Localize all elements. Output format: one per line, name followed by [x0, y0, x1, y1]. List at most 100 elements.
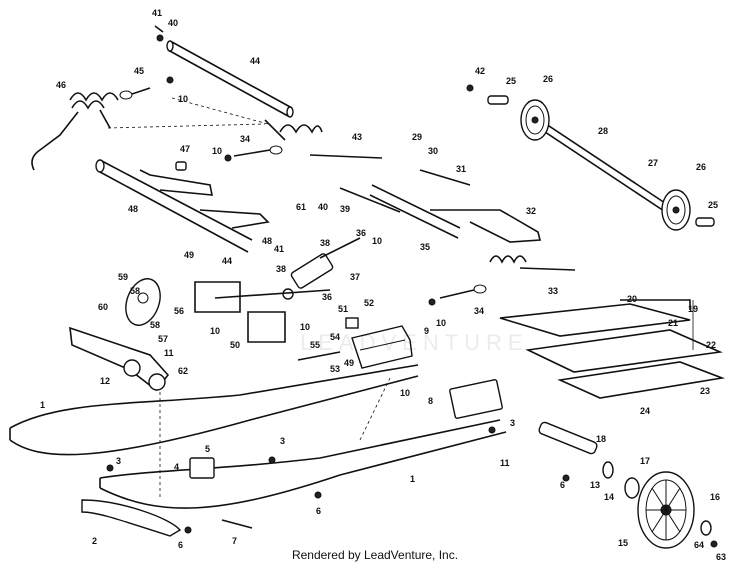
slide-rail-1-right [99, 419, 507, 509]
bracket-52 [345, 317, 359, 329]
callout-43: 43 [352, 132, 362, 142]
callout-33: 33 [548, 286, 558, 296]
callout-6: 6 [178, 540, 183, 550]
callout-54: 54 [330, 332, 340, 342]
callout-50: 50 [230, 340, 240, 350]
callout-52: 52 [364, 298, 374, 308]
arm-assembly-31-35 [339, 169, 471, 239]
callout-35: 35 [420, 242, 430, 252]
idler-wheel-26-bottom [661, 189, 691, 231]
slide-rail-1-left [9, 364, 419, 456]
callout-3: 3 [280, 436, 285, 446]
track-clips-19 [499, 299, 726, 399]
callout-17: 17 [640, 456, 650, 466]
callout-39: 39 [340, 204, 350, 214]
callout-40: 40 [318, 202, 328, 212]
callout-16: 16 [710, 492, 720, 502]
callout-60: 60 [98, 302, 108, 312]
bracket-8 [449, 379, 503, 419]
callout-31: 31 [456, 164, 466, 174]
callout-63: 63 [716, 552, 726, 562]
callout-25: 25 [506, 76, 516, 86]
callout-10: 10 [372, 236, 382, 246]
callout-4: 4 [174, 462, 179, 472]
callout-18: 18 [596, 434, 606, 444]
callout-23: 23 [700, 386, 710, 396]
callout-30: 30 [428, 146, 438, 156]
callout-34: 34 [240, 134, 250, 144]
callout-28: 28 [598, 126, 608, 136]
callout-11: 11 [500, 458, 510, 468]
callout-34: 34 [474, 306, 484, 316]
idler-wheel-26-top [520, 99, 550, 141]
callout-58: 58 [130, 286, 140, 296]
callout-36: 36 [356, 228, 366, 238]
spacers-25-42 [466, 84, 715, 227]
callout-10: 10 [212, 146, 222, 156]
callout-46: 46 [56, 80, 66, 90]
bushing-47 [175, 161, 187, 171]
callout-41: 41 [274, 244, 284, 254]
callout-55: 55 [310, 340, 320, 350]
callout-38: 38 [320, 238, 330, 248]
callout-8: 8 [428, 396, 433, 406]
bolt-41-40 [154, 25, 164, 42]
callout-3: 3 [116, 456, 121, 466]
callout-44: 44 [222, 256, 232, 266]
callout-64: 64 [694, 540, 704, 550]
mount-bracket-50 [194, 281, 331, 343]
callout-32: 32 [526, 206, 536, 216]
callout-26: 26 [696, 162, 706, 172]
callout-25: 25 [708, 200, 718, 210]
callout-49: 49 [344, 358, 354, 368]
pin-45 [119, 76, 174, 100]
block-5 [189, 457, 215, 479]
callout-38: 38 [276, 264, 286, 274]
callout-22: 22 [706, 340, 716, 350]
spring-33 [489, 255, 576, 271]
callout-48: 48 [128, 204, 138, 214]
bolt-10-34-mid [428, 284, 487, 306]
lower-shaft-48 [95, 159, 270, 253]
footer-credit: Rendered by LeadVenture, Inc. [291, 548, 459, 562]
bolt-55 [297, 351, 341, 361]
callout-15: 15 [618, 538, 628, 548]
callout-10: 10 [436, 318, 446, 328]
wear-strip-2 [81, 499, 182, 537]
callout-47: 47 [180, 144, 190, 154]
callout-58: 58 [150, 320, 160, 330]
callout-26: 26 [543, 74, 553, 84]
spring-43 [264, 119, 383, 159]
callout-2: 2 [92, 536, 97, 546]
callout-59: 59 [118, 272, 128, 282]
callout-20: 20 [627, 294, 637, 304]
callout-36: 36 [322, 292, 332, 302]
callout-37: 37 [350, 272, 360, 282]
torsion-spring-46 [31, 92, 119, 171]
watermark: LEADVENTURE [300, 330, 529, 355]
callout-6: 6 [560, 480, 565, 490]
callout-9: 9 [424, 326, 429, 336]
callout-27: 27 [648, 158, 658, 168]
rocker-arm-60 [69, 326, 170, 392]
rear-axle-18 [538, 421, 598, 455]
callout-24: 24 [640, 406, 650, 416]
callout-40: 40 [168, 18, 178, 28]
washers-13-14-16 [602, 461, 718, 548]
bracket-32 [430, 209, 542, 243]
callout-labels: 41 40 44 45 10 46 4 2 25 26 28 27 26 25 2… [40, 8, 726, 562]
callout-21: 21 [668, 318, 678, 328]
callout-56: 56 [174, 306, 184, 316]
callout-1: 1 [40, 400, 45, 410]
callout-49: 49 [184, 250, 194, 260]
callout-44: 44 [250, 56, 260, 66]
callout-13: 13 [590, 480, 600, 490]
callout-14: 14 [604, 492, 614, 502]
callout-61: 61 [296, 202, 306, 212]
callout-3: 3 [510, 418, 515, 428]
callout-51: 51 [338, 304, 348, 314]
callout-10: 10 [400, 388, 410, 398]
callout-29: 29 [412, 132, 422, 142]
bolts-3-6-7 [106, 426, 570, 534]
callout-45: 45 [134, 66, 144, 76]
